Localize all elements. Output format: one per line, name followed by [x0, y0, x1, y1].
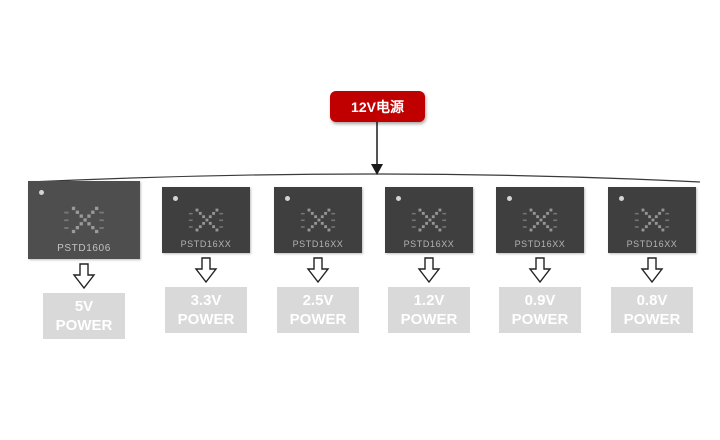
down-arrow-icon [194, 257, 218, 284]
pin1-dot [173, 196, 178, 201]
chip-die-icon [522, 208, 558, 231]
chip-die-icon [300, 208, 336, 231]
down-arrow-icon [72, 263, 96, 290]
chip-die-icon [634, 208, 670, 231]
power-word: POWER [400, 311, 458, 328]
power-output-box: 1.2V POWER [388, 287, 470, 333]
chip-part-number: PSTD16XX [292, 239, 344, 249]
pin1-dot [619, 196, 624, 201]
power-word: POWER [289, 311, 347, 328]
arrowhead-icon [371, 164, 383, 175]
power-rail-column-0v9: PSTD16XX 0.9V POWER [484, 187, 596, 333]
chip-part-number: PSTD16XX [514, 239, 566, 249]
voltage-label: 0.9V [524, 291, 556, 309]
power-rail-column-1v2: PSTD16XX 1.2V POWER [373, 187, 485, 333]
chip-pstd16xx: PSTD16XX [162, 187, 250, 253]
pin1-dot [507, 196, 512, 201]
chip-part-number: PSTD16XX [626, 239, 678, 249]
chip-die-icon [411, 208, 447, 231]
chip-pstd16xx: PSTD16XX [274, 187, 362, 253]
power-output-box: 5V POWER [43, 293, 125, 339]
chip-pstd16xx: PSTD16XX [385, 187, 473, 253]
down-arrow-icon [528, 257, 552, 284]
voltage-label: 1.2V [413, 291, 445, 309]
power-word: POWER [511, 311, 569, 328]
chip-pstd16xx: PSTD16XX [496, 187, 584, 253]
chip-part-number: PSTD1606 [57, 243, 111, 254]
voltage-label: 3.3V [190, 291, 222, 309]
chip-pstd16xx: PSTD16XX [608, 187, 696, 253]
power-rail-column-5v: PSTD1606 5V POWER [28, 181, 140, 339]
source-label: 12V电源 [351, 98, 404, 115]
power-output-box: 3.3V POWER [165, 287, 247, 333]
down-arrow-icon [306, 257, 330, 284]
pin1-dot [396, 196, 401, 201]
power-output-box: 2.5V POWER [277, 287, 359, 333]
power-word: POWER [55, 317, 113, 334]
chip-part-number: PSTD16XX [403, 239, 455, 249]
power-word: POWER [177, 311, 235, 328]
power-output-box: 0.9V POWER [499, 287, 581, 333]
power-word: POWER [623, 311, 681, 328]
voltage-label: 5V [74, 297, 94, 315]
power-output-box: 0.8V POWER [611, 287, 693, 333]
voltage-label: 2.5V [302, 291, 334, 309]
down-arrow-icon [640, 257, 664, 284]
chip-pstd1606: PSTD1606 [28, 181, 140, 259]
power-rail-column-0v8: PSTD16XX 0.8V POWER [596, 187, 708, 333]
down-arrow-icon [417, 257, 441, 284]
chip-die-icon [64, 206, 104, 233]
chip-part-number: PSTD16XX [180, 239, 232, 249]
chip-die-icon [188, 208, 224, 231]
pin1-dot [285, 196, 290, 201]
pin1-dot [39, 190, 44, 195]
power-rail-column-2v5: PSTD16XX 2.5V POWER [262, 187, 374, 333]
source-12v-box: 12V电源 [330, 91, 425, 122]
power-rail-column-3v3: PSTD16XX 3.3V POWER [150, 187, 262, 333]
voltage-label: 0.8V [636, 291, 668, 309]
